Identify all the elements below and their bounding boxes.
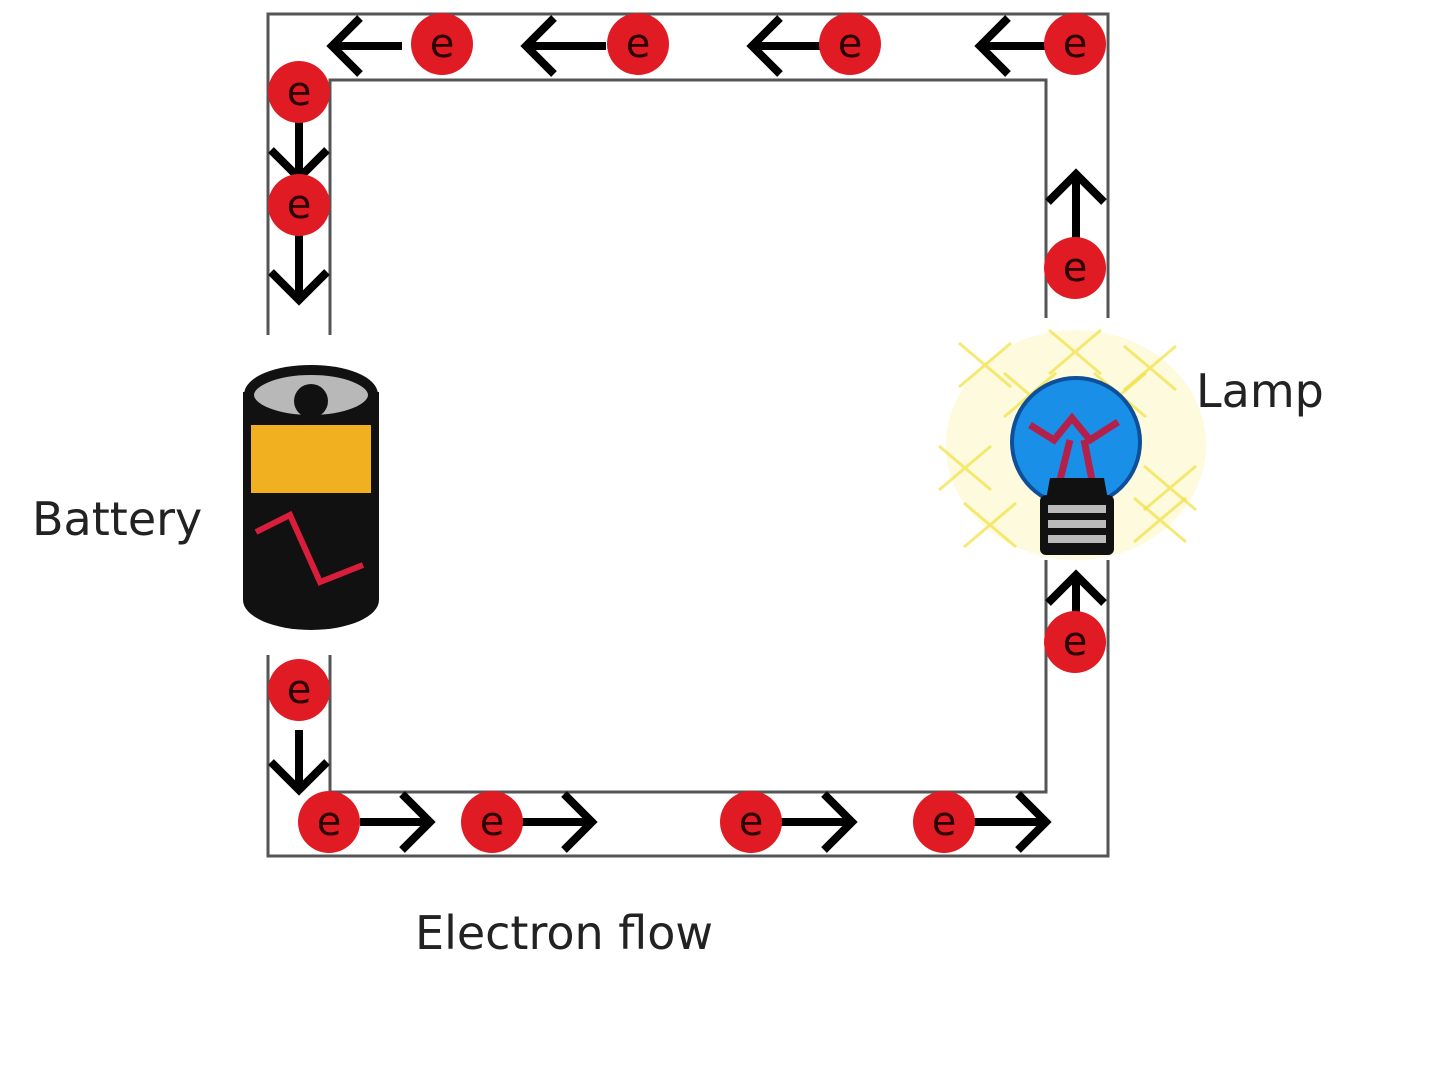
bulb-neck — [1046, 478, 1108, 500]
electron: e — [819, 13, 881, 75]
electron-symbol: e — [739, 799, 764, 845]
electron-dot — [913, 791, 975, 853]
glow-sparkle — [938, 444, 992, 492]
electron-symbol: e — [287, 69, 312, 115]
battery-terminal — [294, 384, 328, 418]
electron-dot — [268, 659, 330, 721]
arrow-down — [268, 235, 330, 306]
electron-dot — [819, 13, 881, 75]
lamp-label: Lamp — [1196, 364, 1324, 418]
glow-sparkle — [1048, 328, 1102, 376]
electron-symbol: e — [480, 799, 505, 845]
electron-symbol: e — [1063, 245, 1088, 291]
battery-label: Battery — [32, 492, 203, 546]
arrow-right — [772, 791, 858, 853]
bulb-filament — [1028, 412, 1120, 481]
electron-symbol: e — [838, 21, 863, 67]
glow-sparkle — [958, 341, 1012, 389]
electron-symbol: e — [430, 21, 455, 67]
battery-zigzag — [254, 510, 365, 586]
glow-sparkle — [963, 501, 1017, 549]
electron-dot — [607, 13, 669, 75]
electron: e — [268, 174, 330, 236]
arrow-right — [360, 791, 436, 853]
electron-flow-label: Electron flow — [415, 906, 714, 960]
wire-loop — [266, 12, 1110, 858]
electron: e — [1044, 237, 1106, 299]
arrows — [268, 15, 1107, 853]
electron-dot — [411, 13, 473, 75]
electron: e — [298, 791, 360, 853]
electron-dot — [461, 791, 523, 853]
electron: e — [411, 13, 473, 75]
battery-icon — [243, 365, 379, 630]
electron-symbol: e — [317, 799, 342, 845]
electron-symbol: e — [1063, 619, 1088, 665]
electron-symbol: e — [1063, 21, 1088, 67]
electron: e — [268, 61, 330, 123]
electron-dot — [298, 791, 360, 853]
arrow-right — [522, 791, 598, 853]
electron: e — [268, 659, 330, 721]
electron-dot — [1044, 13, 1106, 75]
arrow-right — [966, 791, 1052, 853]
glow-sparkle — [1143, 464, 1197, 512]
wire-inner-bottom — [328, 560, 1048, 794]
electron-dot — [720, 791, 782, 853]
electron: e — [913, 791, 975, 853]
electron-symbol: e — [287, 182, 312, 228]
electron: e — [607, 13, 669, 75]
arrow-down — [268, 730, 330, 796]
glow-sparkle — [1133, 496, 1187, 544]
electron: e — [720, 791, 782, 853]
battery-band — [251, 425, 371, 493]
electron: e — [1044, 611, 1106, 673]
wire-inner-top — [328, 78, 1048, 335]
electron-dot — [1044, 611, 1106, 673]
electron: e — [461, 791, 523, 853]
arrow-left — [520, 15, 606, 77]
arrow-left — [326, 15, 402, 77]
electron-dot — [268, 61, 330, 123]
electron-symbol: e — [932, 799, 957, 845]
electron-dot — [268, 174, 330, 236]
wire-outer-top-left — [266, 12, 1110, 335]
electron-dot — [1044, 237, 1106, 299]
electron-symbol: e — [626, 21, 651, 67]
light-bulb-icon — [1010, 376, 1142, 555]
arrow-left — [746, 15, 832, 77]
wire-outer-bottom — [266, 560, 1110, 858]
electron-symbol: e — [287, 667, 312, 713]
electrons: e e e e e e e e e e e e e — [268, 13, 1106, 853]
electron: e — [1044, 13, 1106, 75]
